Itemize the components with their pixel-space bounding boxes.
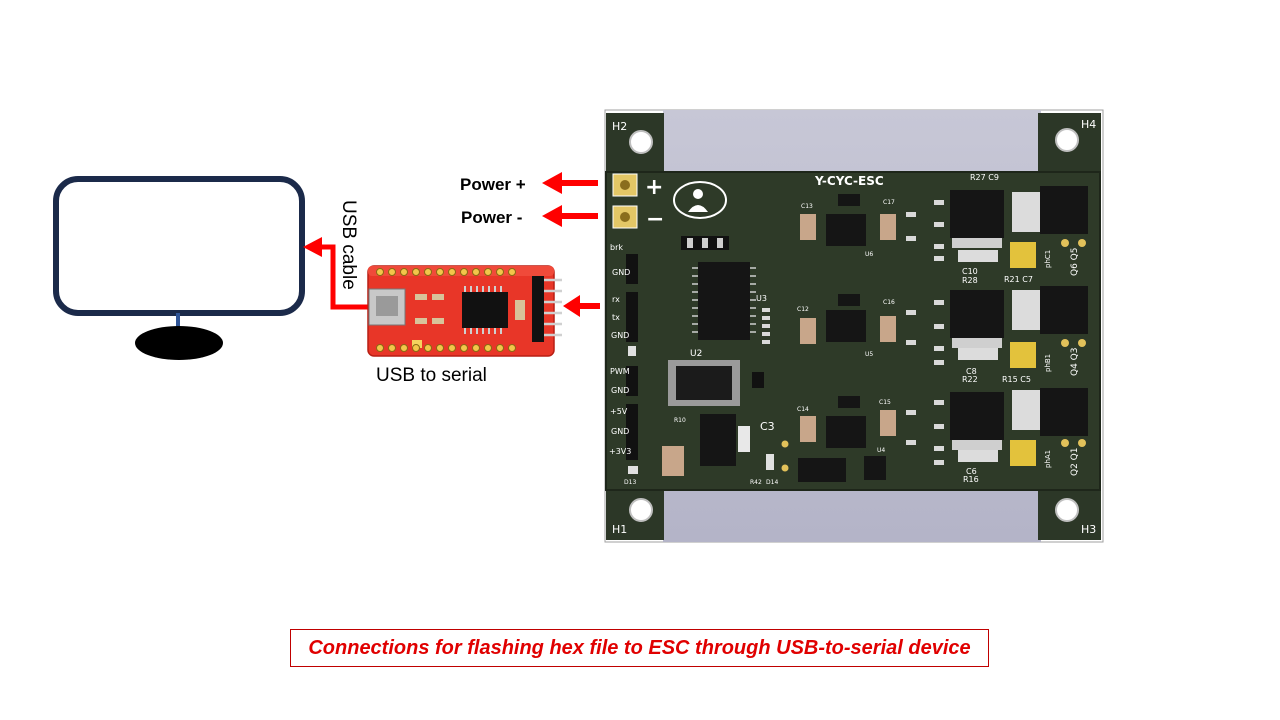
usb-cable-arrow [303,237,372,310]
svg-text:rx: rx [612,295,620,304]
svg-text:C3: C3 [760,420,775,433]
svg-text:C13: C13 [801,203,813,210]
svg-text:H1: H1 [612,523,627,536]
svg-text:phA1: phA1 [1044,450,1052,468]
svg-text:+: + [645,175,663,200]
svg-text:R27 C9: R27 C9 [970,173,999,182]
usb-to-serial-module [367,265,562,357]
svg-text:R16: R16 [963,475,979,484]
svg-text:PWM: PWM [610,367,630,376]
svg-text:C15: C15 [879,399,891,406]
svg-text:GND: GND [612,268,630,277]
svg-text:H3: H3 [1081,523,1096,536]
svg-text:C16: C16 [883,299,895,306]
svg-text:R15 C5: R15 C5 [1002,375,1031,384]
svg-text:U5: U5 [865,351,873,358]
hole-h2 [629,130,653,154]
svg-text:C6: C6 [966,467,977,476]
svg-text:D13: D13 [624,479,636,486]
svg-text:R21 C7: R21 C7 [1004,275,1033,284]
svg-text:Q6 Q5: Q6 Q5 [1070,248,1080,276]
power-minus-arrow [542,205,598,227]
svg-text:phB1: phB1 [1044,354,1052,372]
svg-text:phC1: phC1 [1044,250,1052,268]
monitor-icon [53,176,305,360]
hole-h4 [1055,128,1079,152]
svg-text:Q2 Q1: Q2 Q1 [1070,448,1080,476]
phase-a-mosfets [950,388,1088,466]
serial-connection-arrow [563,295,600,317]
power-plus-label: Power + [460,175,526,194]
chip-u3 [698,262,750,340]
svg-text:R28: R28 [962,276,978,285]
hole-h1 [629,498,653,522]
svg-text:C10: C10 [962,267,978,276]
driver-u4 [798,396,896,482]
esc-board: H2 H4 H1 H3 + − Y-CYC-ESC brk GND rx [604,109,1104,543]
svg-text:−: − [646,207,664,232]
svg-text:U4: U4 [877,447,885,454]
svg-text:GND: GND [611,427,629,436]
power-plus-arrow [542,172,598,194]
board-logo-icon [673,181,727,219]
svg-text:R22: R22 [962,375,978,384]
svg-text:+3V3: +3V3 [609,447,631,456]
usb-cable-label: USB cable [338,200,359,290]
svg-text:U2: U2 [690,349,702,359]
left-header [626,254,638,474]
svg-text:Q4 Q3: Q4 Q3 [1070,348,1080,376]
svg-text:U6: U6 [865,251,873,258]
svg-text:brk: brk [610,243,623,252]
svg-text:+5V: +5V [610,407,628,416]
svg-text:C14: C14 [797,406,809,413]
svg-text:R10: R10 [674,417,686,424]
svg-text:D14: D14 [766,479,778,486]
hole-h3 [1055,498,1079,522]
svg-text:H2: H2 [612,120,627,133]
svg-text:C17: C17 [883,199,895,206]
svg-text:U3: U3 [756,294,767,303]
phase-b-mosfets [950,286,1088,368]
svg-text:C8: C8 [966,367,977,376]
board-title: Y-CYC-ESC [814,174,884,188]
svg-text:C12: C12 [797,306,809,313]
caption-text: Connections for flashing hex file to ESC… [308,636,971,659]
driver-u6 [800,194,896,246]
svg-text:GND: GND [611,331,629,340]
driver-u5 [800,294,896,344]
caption-box: Connections for flashing hex file to ESC… [290,629,989,667]
power-minus-label: Power - [461,208,522,227]
svg-text:tx: tx [612,313,620,322]
svg-text:GND: GND [611,386,629,395]
phase-c-mosfets [950,186,1088,268]
svg-text:R42: R42 [750,479,762,486]
usb-to-serial-label: USB to serial [376,365,487,386]
svg-text:H4: H4 [1081,118,1096,131]
